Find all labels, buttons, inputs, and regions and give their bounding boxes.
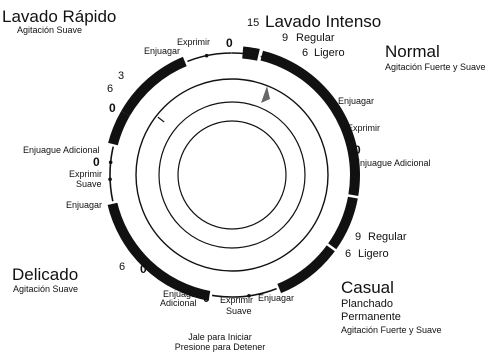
enjuague-adicional-label-left: Enjuague Adicional [23, 145, 100, 155]
band-separator-4 [208, 288, 214, 305]
exprimir-label-right: Exprimir [347, 123, 380, 133]
dial-tick-left [157, 116, 165, 123]
casual-permanente-label: Permanente [341, 311, 401, 323]
cycle-casual-label: Casual [341, 278, 394, 297]
enjuagar-label-top: Enjuagar [144, 46, 181, 56]
enjuague-label-bottom: Enjuague [163, 289, 202, 299]
delicado-agitation-label: Agitación Suave [13, 284, 79, 294]
lavado-rapido-number-6: 6 [107, 83, 114, 95]
track-dot-4 [344, 214, 349, 219]
cycle-normal-label: Normal [385, 42, 440, 61]
casual-ligero-label: Ligero [358, 248, 389, 260]
band-separator-6 [104, 142, 121, 149]
track-dot-11 [108, 177, 112, 182]
adicional-label-bottom: Adicional [160, 298, 197, 308]
enjuague-adicional-label-right: Enjuague Adicional [354, 158, 431, 168]
track-dot-1 [317, 88, 322, 93]
track-dot-10 [118, 222, 123, 227]
lavado-intenso-number-15: 15 [247, 17, 260, 29]
zero-marker-left-mid: 0 [93, 155, 100, 169]
lavado-rapido-number-3: 3 [118, 70, 125, 82]
suave-label-left: Suave [76, 179, 102, 189]
track-dot-7 [188, 287, 193, 292]
lavado-intenso-number-6: 6 [302, 47, 309, 59]
enjuagar-label-right: Enjuagar [338, 96, 375, 106]
band-lavado-rapido [121, 56, 188, 116]
track-dot-0 [287, 65, 292, 70]
track-dot-8 [165, 276, 170, 281]
band-casual-lower [276, 244, 336, 294]
casual-agitation-label: Agitación Fuerte y Suave [341, 325, 442, 335]
band-delicado [107, 201, 212, 302]
zero-marker-delicado: 0 [140, 262, 147, 276]
cycle-lavado-intenso-label: Lavado Intenso [265, 12, 382, 31]
band-separator-0 [256, 47, 263, 64]
track-dot-3 [352, 168, 356, 173]
pull-to-start-instruction: Jale para Iniciar [188, 332, 252, 342]
track-dot-15 [169, 67, 173, 72]
lavado-intenso-regular-label: Regular [296, 32, 335, 44]
dial-pointer-icon [261, 86, 270, 103]
track-dot-5 [308, 266, 313, 271]
track-dot-6 [247, 294, 251, 298]
dial-ring-inner [177, 120, 287, 230]
lavado-rapido-agitation-label: Agitación Suave [17, 25, 83, 35]
band-lavado-intenso-normal [260, 50, 360, 198]
cycle-lavado-rapido-label: Lavado Rápido [2, 7, 117, 26]
zero-marker-left-top: 0 [109, 101, 116, 115]
track-dot-14 [148, 82, 153, 87]
casual-regular-label: Regular [368, 231, 407, 243]
casual-number-9: 9 [355, 231, 362, 243]
casual-number-6: 6 [345, 248, 352, 260]
enjuagar-label-bottom: Enjuagar [258, 293, 295, 303]
band-separator-2 [324, 241, 339, 254]
dial-ring-middle [158, 101, 306, 249]
exprimir-label-top: Exprimir [177, 37, 210, 47]
zero-marker-right: 0 [354, 143, 361, 157]
suave-label-bottom: Suave [226, 306, 252, 316]
casual-planchado-label: Planchado [341, 298, 393, 310]
band-separator-1 [345, 193, 362, 199]
zero-marker-top: 0 [226, 36, 233, 50]
band-lavado-intenso-start [242, 46, 262, 61]
zero-marker-right-low: 0 [344, 208, 351, 222]
track-dot-9 [139, 254, 144, 259]
band-separator-3 [273, 281, 283, 297]
band-separator-5 [104, 199, 121, 206]
lavado-intenso-number-9: 9 [282, 32, 289, 44]
enjuagar-label-left: Enjuagar [66, 200, 103, 210]
exprimir-label-bottom: Exprimir [220, 295, 253, 305]
push-to-stop-instruction: Presione para Detener [174, 342, 266, 352]
zero-marker-bottom: 0 [203, 291, 210, 305]
band-casual-upper [327, 195, 359, 251]
track-dot-2 [346, 135, 350, 140]
dial-ring-outer [135, 78, 329, 272]
lavado-intenso-ligero-label: Ligero [314, 47, 345, 59]
track-dot-13 [117, 127, 121, 132]
track-dot-12 [108, 160, 113, 165]
band-separator-7 [181, 53, 191, 69]
track-dot-16 [204, 53, 209, 58]
normal-agitation-label: Agitación Fuerte y Suave [385, 62, 486, 72]
exprimir-label-left: Exprimir [69, 169, 102, 179]
cycle-delicado-label: Delicado [12, 265, 79, 284]
delicado-number-6: 6 [119, 261, 126, 273]
